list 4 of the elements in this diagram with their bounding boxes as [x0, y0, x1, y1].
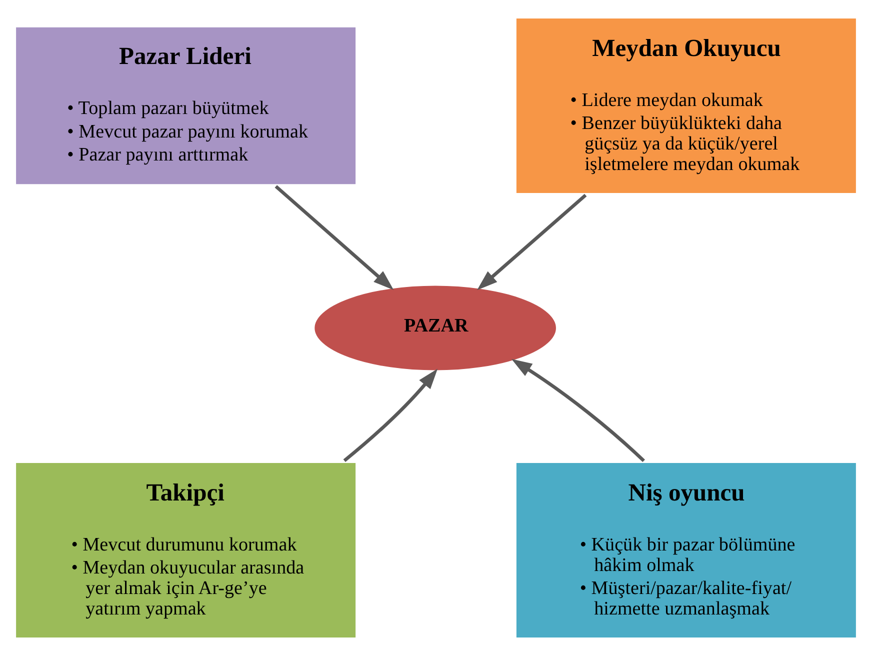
- arrow: [274, 184, 394, 290]
- arrow: [512, 358, 645, 462]
- arrow: [343, 368, 438, 462]
- arrow: [477, 193, 587, 290]
